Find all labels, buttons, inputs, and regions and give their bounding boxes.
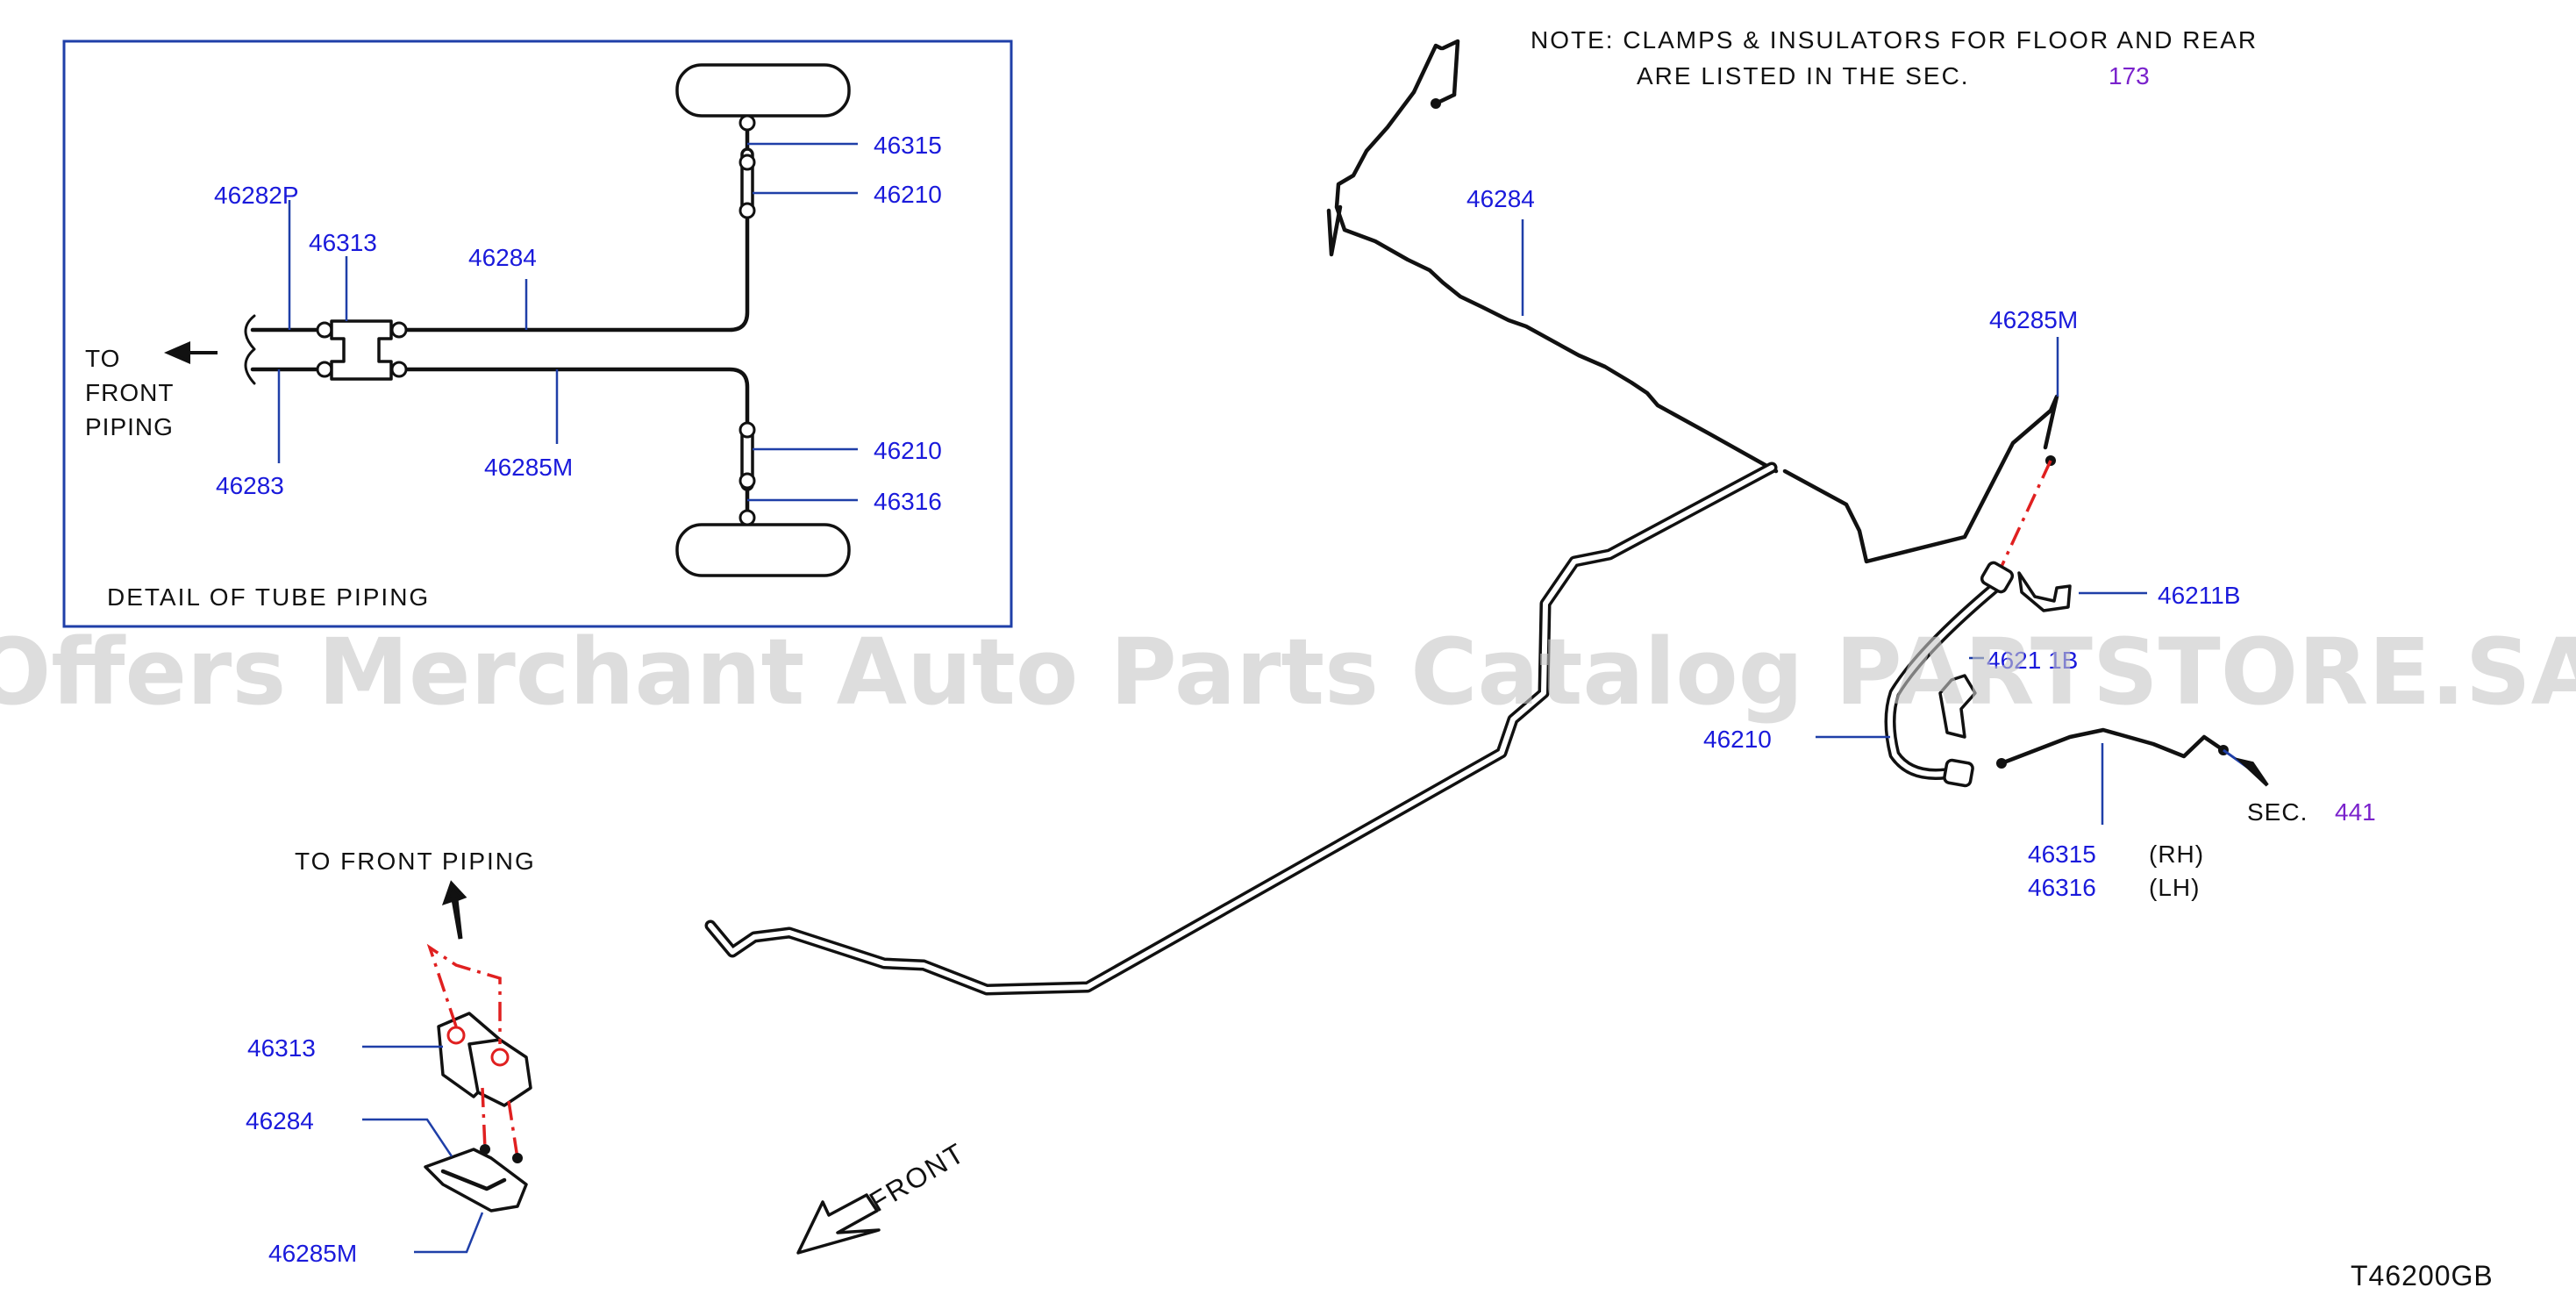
wheel-top (675, 63, 851, 118)
detail-connectors (316, 114, 756, 526)
label-46316[interactable]: 46316 (2028, 874, 2096, 901)
pipe-46315-start-dot (1996, 758, 2007, 769)
detail-label-46315[interactable]: 46315 (874, 132, 942, 159)
detail-label-46316[interactable]: 46316 (874, 488, 942, 515)
label-46284-left[interactable]: 46284 (246, 1107, 314, 1134)
detail-arrow-to-front (163, 340, 218, 365)
detail-border (62, 39, 1013, 628)
arrow-to-sec-441 (2235, 757, 2269, 787)
arrow-to-front-piping (441, 880, 467, 940)
detail-label-46210-bottom[interactable]: 46210 (874, 437, 942, 464)
detail-title: DETAIL OF TUBE PIPING (107, 583, 430, 611)
bracket-left (424, 1148, 528, 1213)
detail-to-front-2: FRONT (85, 379, 174, 406)
label-lh: (LH) (2149, 874, 2200, 901)
label-46315[interactable]: 46315 (2028, 841, 2096, 868)
pipe-double-run (704, 461, 1778, 996)
red-dashed-left-2 (481, 1087, 519, 1159)
junction-46313-3d (437, 1012, 532, 1107)
label-to-front-piping: TO FRONT PIPING (295, 848, 536, 875)
pipe-46284 (1334, 43, 1779, 474)
detail-pipe-46285m (396, 367, 750, 520)
bracket-left-inner (440, 1169, 507, 1191)
detail-label-46284[interactable]: 46284 (468, 244, 537, 271)
clip-46211b (2017, 571, 2072, 612)
detail-label-46210-top[interactable]: 46210 (874, 181, 942, 208)
pipe-46284-end-hook (1440, 39, 1460, 97)
detail-label-46313[interactable]: 46313 (309, 229, 377, 256)
label-46211b[interactable]: 46211B (2158, 582, 2240, 609)
diagram-code: T46200GB (2351, 1260, 2494, 1291)
watermark: Offers Merchant Auto Parts Catalog PARTS… (0, 619, 2576, 726)
detail-to-front-3: PIPING (85, 413, 174, 440)
red-dot-1 (480, 1144, 490, 1155)
hose-46210-right (1884, 561, 2015, 788)
red-dashed-right (1998, 460, 2052, 571)
wheel-bottom (675, 523, 851, 577)
pipe-46284-end (1433, 92, 1457, 106)
pipe-46285m-right (1782, 394, 2059, 564)
front-arrow-icon (796, 1193, 881, 1255)
label-rh: (RH) (2149, 841, 2204, 868)
note-line-2: ARE LISTED IN THE SEC. (1637, 62, 1970, 89)
note-line-1: NOTE: CLAMPS & INSULATORS FOR FLOOR AND … (1531, 26, 2258, 54)
pipe-46284-bracket (1326, 204, 1343, 257)
detail-pipe-46284 (396, 120, 750, 333)
red-dot-2 (512, 1153, 523, 1163)
label-46284-top[interactable]: 46284 (1466, 185, 1535, 212)
label-46285m-right[interactable]: 46285M (1989, 306, 2078, 333)
detail-junction-46313 (330, 319, 393, 381)
detail-label-46282p[interactable]: 46282P (214, 182, 299, 209)
label-46313-left[interactable]: 46313 (247, 1034, 316, 1062)
label-46285m-left[interactable]: 46285M (268, 1240, 357, 1267)
label-46211b-partial[interactable]: 4621 1B (1987, 647, 2078, 674)
clip-46211b-2 (1938, 674, 1977, 739)
detail-label-46283[interactable]: 46283 (216, 472, 284, 499)
pipe-46315-46316 (1999, 727, 2226, 766)
detail-to-front-1: TO (85, 345, 120, 372)
label-sec: SEC. (2247, 798, 2308, 826)
label-46210-right[interactable]: 46210 (1703, 726, 1772, 753)
detail-pipe-ends (244, 314, 256, 385)
detail-label-46285m[interactable]: 46285M (484, 454, 573, 481)
detail-of-tube-piping: 46282P 46313 46284 46283 46285M 46315 46… (62, 39, 1013, 628)
note-sec-ref[interactable]: 173 (2109, 62, 2150, 89)
label-sec-ref-441[interactable]: 441 (2335, 798, 2376, 826)
front-label: FRONT (864, 1136, 971, 1218)
red-dashed-left (426, 943, 502, 1044)
